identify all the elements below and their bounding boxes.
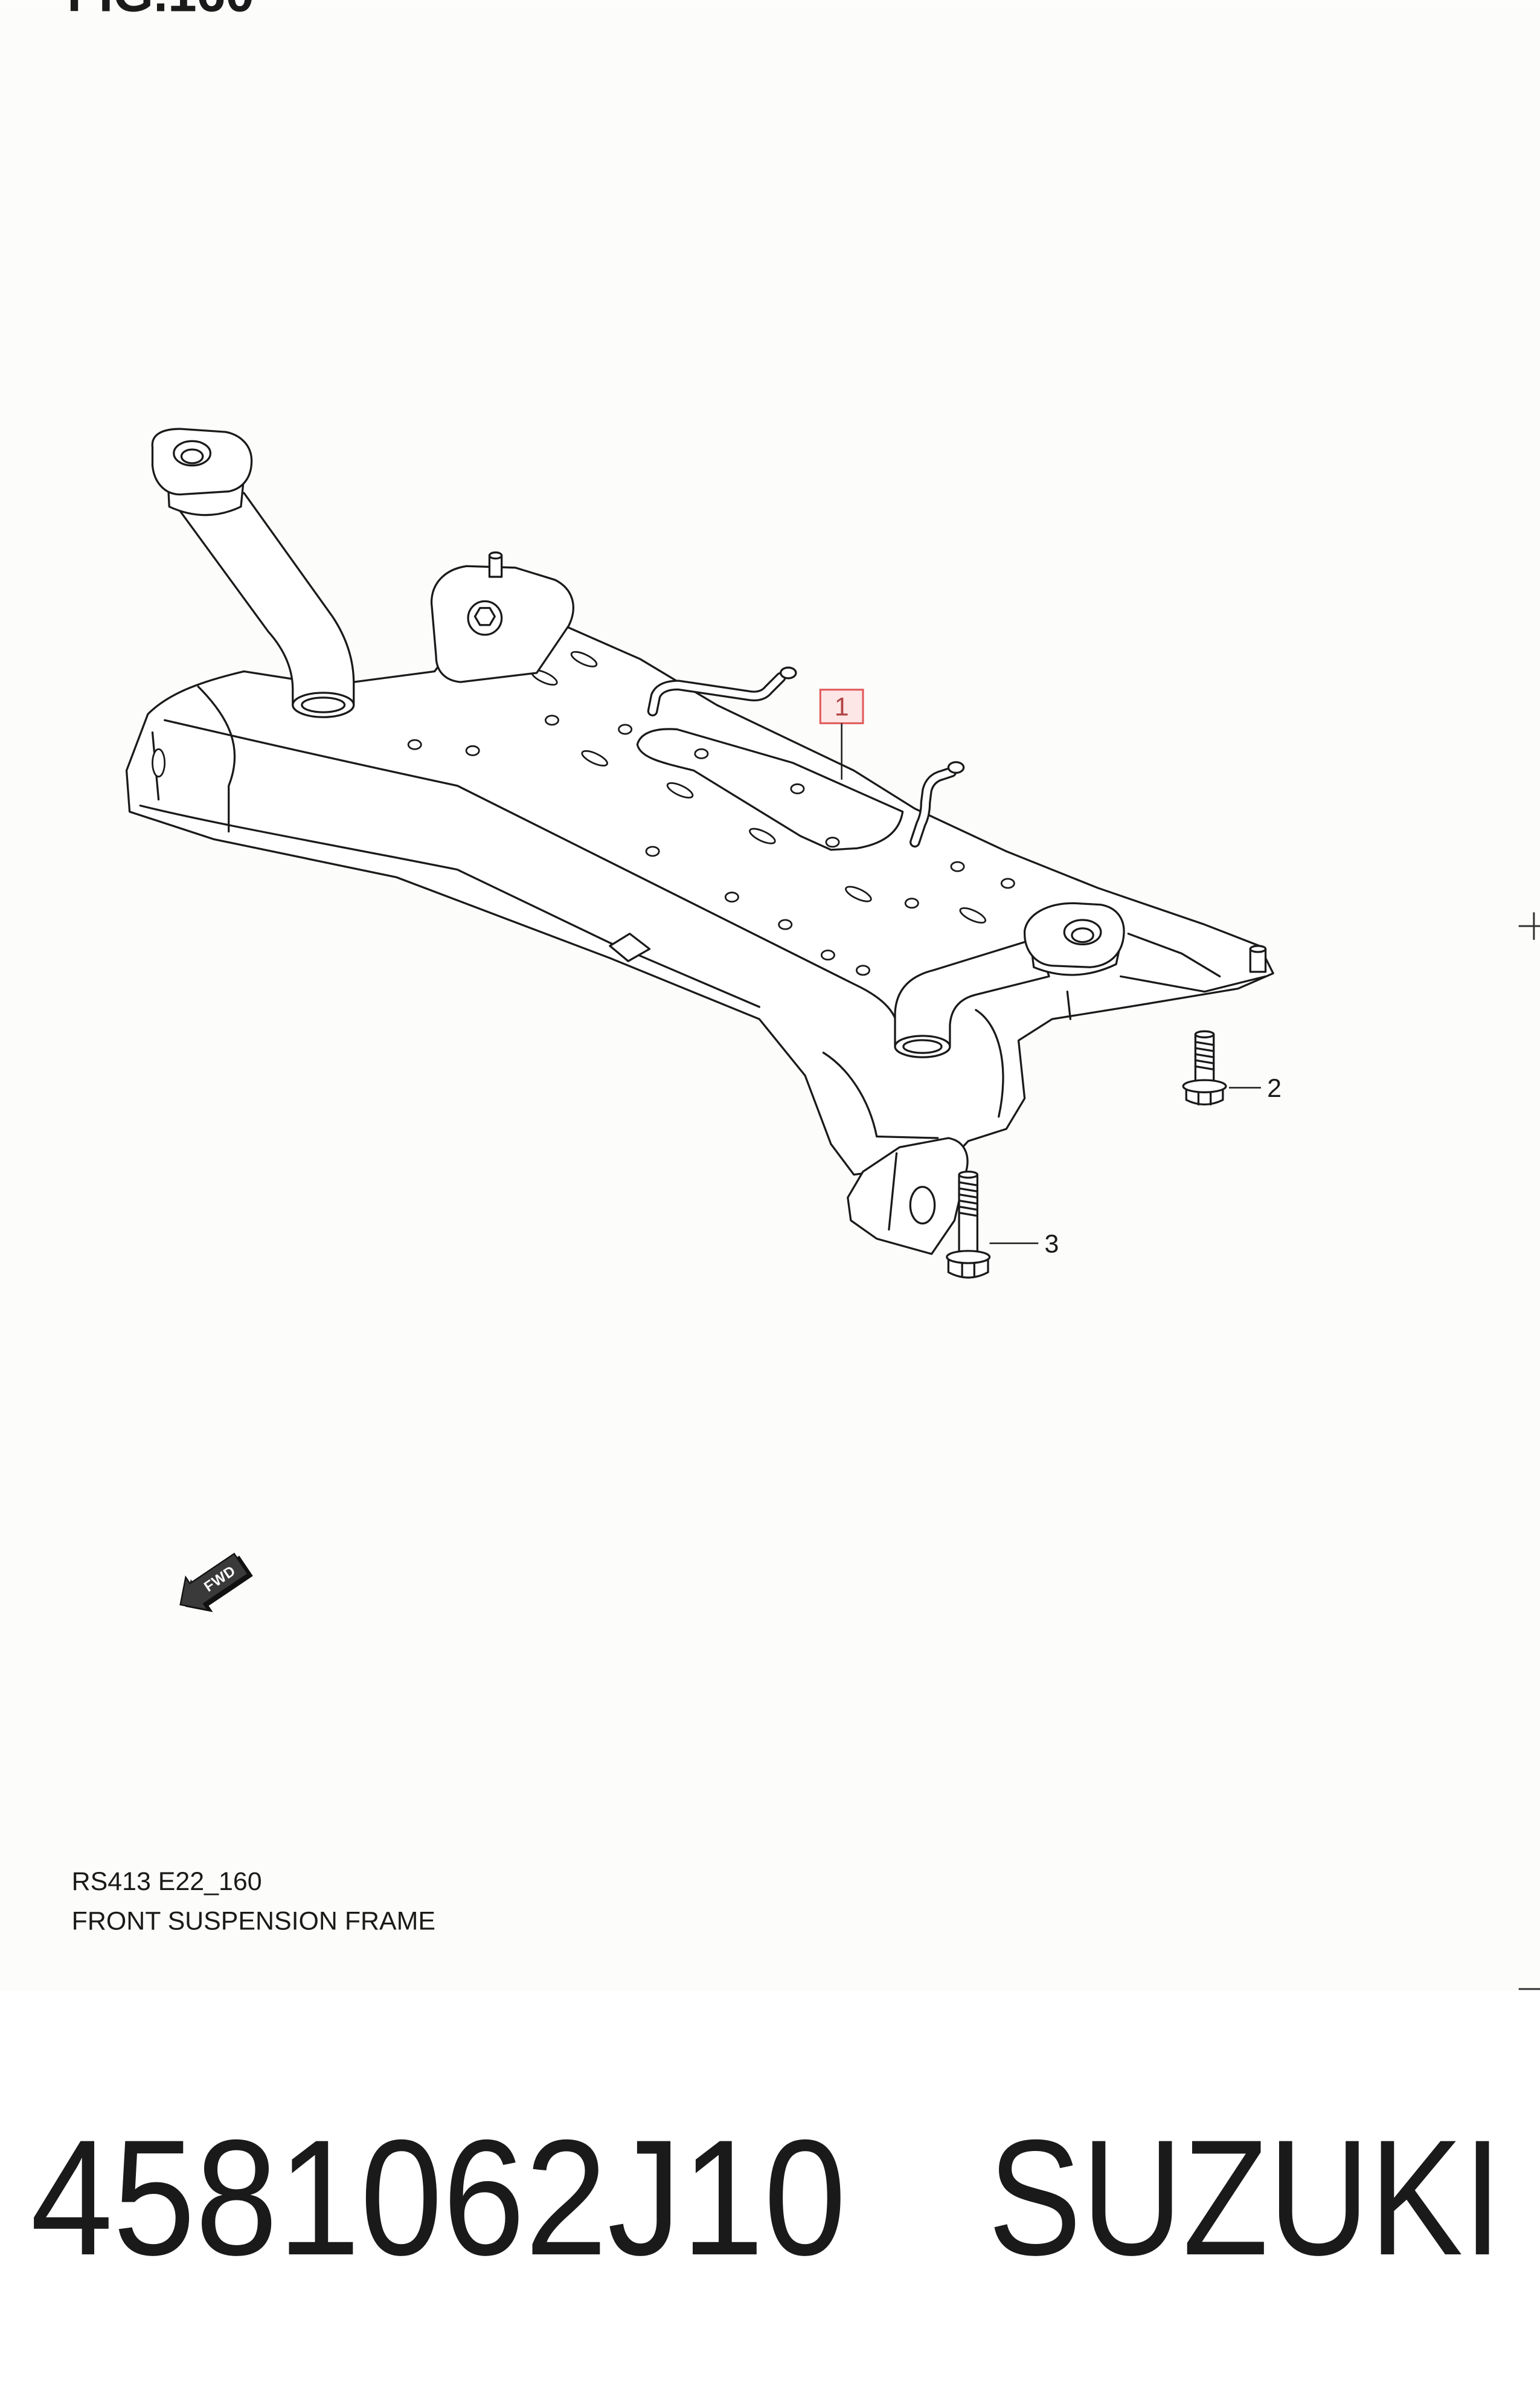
pipe-bracket-lower-fill <box>911 768 955 846</box>
front-ridge-line <box>164 719 898 1023</box>
frame-slot <box>666 782 694 799</box>
frame-hole <box>790 783 805 794</box>
pipe-bracket-lower <box>910 761 965 848</box>
rear-left-bracket <box>430 551 574 683</box>
frame-slot <box>959 907 987 924</box>
frame-hole <box>825 837 840 848</box>
callout-1-highlight-box[interactable] <box>819 689 864 724</box>
frame-hole <box>544 715 559 726</box>
frame-hole <box>618 724 633 735</box>
bolt-3 <box>946 1170 991 1279</box>
right-boss-line <box>1066 991 1072 1020</box>
callout-1[interactable]: 1 <box>819 689 864 780</box>
fwd-arrow-icon <box>179 1552 249 1612</box>
part-number: 4581062J10 <box>30 2105 846 2289</box>
pipe-bracket-lower-end <box>947 761 965 774</box>
rear-right-bracket-fold <box>888 1152 898 1231</box>
bolt-2-head-facets <box>1197 1091 1212 1106</box>
frame-hole <box>407 739 422 750</box>
right-lower-face-line <box>822 1052 939 1139</box>
diagram-code: RS413 E22_160 <box>72 1867 262 1896</box>
callout-1-number[interactable]: 1 <box>835 693 849 722</box>
right-stud-top <box>1249 945 1267 953</box>
right-tube-base-inner <box>902 1039 943 1054</box>
frame-slots <box>531 651 987 924</box>
frame-hole <box>820 950 835 961</box>
left-end-contour <box>197 686 236 833</box>
right-end-stud <box>1249 945 1267 973</box>
diagram-title: FRONT SUSPENSION FRAME <box>72 1906 435 1935</box>
rear-right-mount-bracket <box>847 1137 969 1255</box>
frame-slot <box>845 886 872 902</box>
left-end-hole <box>152 748 166 778</box>
left-flange-hole <box>173 440 212 467</box>
frame-hole <box>904 898 919 909</box>
frame-slot <box>581 750 608 767</box>
bolt-2-tip <box>1194 1030 1215 1039</box>
right-strut-tower <box>894 902 1125 1058</box>
frame-hole <box>856 965 871 976</box>
center-reinforcement-plate <box>636 728 904 851</box>
frame-hole <box>724 892 739 903</box>
right-arm-lower-edge <box>1120 975 1267 993</box>
lower-flange-tab <box>609 933 651 962</box>
lower-flange-line <box>139 805 760 1008</box>
bolt-3-tip <box>958 1170 979 1179</box>
callout-3[interactable]: 3 <box>989 1229 1059 1258</box>
callout-3-number[interactable]: 3 <box>1044 1229 1059 1258</box>
rear-right-bracket-plate <box>847 1137 969 1255</box>
left-tube-base-inner <box>301 696 346 713</box>
right-side-face-line <box>975 1009 1004 1118</box>
bolt-3-head-facets <box>961 1262 975 1278</box>
frame-holes <box>407 715 1015 976</box>
figure-label: FIG.160 <box>67 0 254 22</box>
left-flange-hole-inner <box>180 448 204 465</box>
front-suspension-frame <box>125 428 1274 1255</box>
right-flange-hole-inner <box>1071 927 1094 944</box>
brand-name: SUZUKI <box>988 2105 1502 2289</box>
pipe-bracket-upper <box>647 666 797 716</box>
pipe-bracket-upper-end <box>780 666 797 680</box>
bolt-2-threads <box>1194 1041 1215 1071</box>
frame-hole <box>694 748 709 759</box>
bracket-bolt-head <box>473 606 496 626</box>
bracket-plate <box>430 565 574 683</box>
frame-slot <box>570 651 598 667</box>
right-flange-hole <box>1063 919 1102 946</box>
bolt-3-flange <box>946 1250 991 1264</box>
bolt-3-threads <box>958 1181 979 1217</box>
pipe-bracket-upper-fill <box>649 674 784 715</box>
bolt-2-flange <box>1182 1079 1227 1093</box>
rear-right-bracket-hole <box>909 1186 936 1225</box>
bracket-stud-top <box>488 551 503 560</box>
crossmember-body <box>125 625 1274 1176</box>
callout-2-number[interactable]: 2 <box>1267 1074 1282 1103</box>
frame-hole <box>778 919 793 930</box>
frame-hole <box>950 861 965 872</box>
left-strut-tower <box>151 428 355 718</box>
bolt-2 <box>1182 1030 1227 1106</box>
frame-hole <box>645 846 660 857</box>
callout-2[interactable]: 2 <box>1228 1074 1282 1103</box>
edge-mark-upper <box>1518 912 1540 940</box>
frame-hole <box>1000 878 1015 889</box>
right-arm-gusset <box>1127 933 1221 978</box>
frame-slot <box>749 828 776 844</box>
footer-background <box>0 1990 1540 2392</box>
frame-hole <box>465 745 480 756</box>
